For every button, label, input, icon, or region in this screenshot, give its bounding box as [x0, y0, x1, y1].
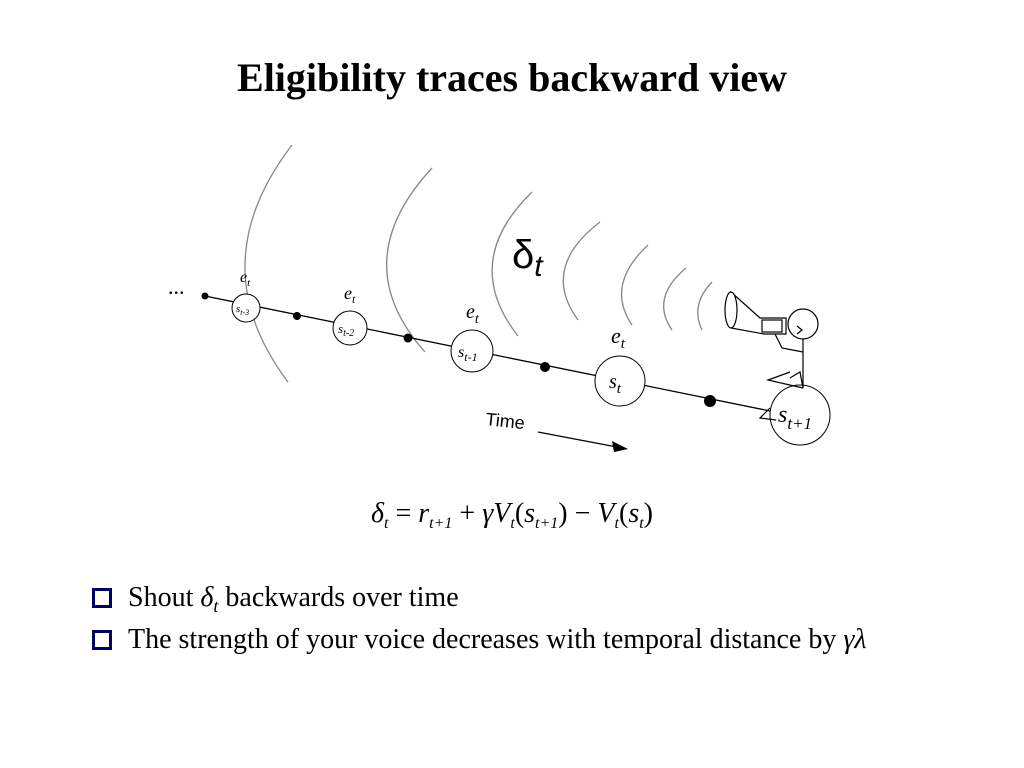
eq-minus: −: [574, 498, 591, 529]
trajectory-dot: [201, 292, 209, 300]
eq-delta: δ: [370, 498, 384, 529]
state-label: st-2: [338, 321, 354, 339]
bullet-symbol: δ: [200, 582, 214, 613]
state-label: st+1: [778, 402, 812, 433]
trace-label: et: [344, 283, 356, 306]
state-node: [594, 355, 646, 407]
time-arrow: [537, 431, 623, 449]
trace-label: et: [240, 269, 251, 289]
bullet-text: Shout: [128, 582, 201, 613]
eq-sub: t: [510, 515, 515, 532]
stick-figure: [758, 308, 819, 421]
megaphone-icon: [724, 290, 787, 335]
eq-sub: t: [614, 515, 619, 532]
eq-sub: t+1: [535, 515, 559, 532]
bullet-text: backwards over time: [218, 582, 459, 613]
eq-paren: (: [618, 498, 629, 529]
wave-arc-6: [663, 267, 687, 331]
eq-paren: (: [514, 498, 525, 529]
bullet-item: The strength of your voice decreases wit…: [92, 622, 952, 658]
state-label: st-1: [458, 344, 478, 364]
state-node: [231, 293, 261, 323]
state-node: [450, 329, 494, 373]
eq-V: V: [597, 498, 615, 529]
state-label: st-3: [236, 303, 249, 317]
square-bullet-icon: [92, 629, 112, 650]
eq-equals: =: [395, 498, 412, 529]
state-node: [332, 310, 368, 346]
eq-sub: t: [639, 515, 644, 532]
td-error-equation: δt = rt+1 + γVt(st+1) − Vt(st): [0, 498, 1024, 532]
trajectory-dot: [293, 312, 301, 320]
bullet-symbol: γλ: [843, 623, 867, 655]
ellipsis: ...: [168, 274, 185, 299]
eq-plus: +: [459, 498, 476, 529]
trajectory-dot: [704, 395, 716, 407]
trajectory-dot: [540, 362, 550, 372]
state-node: [769, 384, 831, 446]
eq-sub: t+1: [429, 515, 453, 532]
eq-r: r: [418, 498, 430, 529]
square-bullet-icon: [92, 588, 112, 608]
trace-label: et: [466, 301, 480, 327]
state-label: st: [609, 371, 622, 397]
bullet-subscript: t: [213, 596, 219, 616]
bullet-list: Shout δt backwards over time The strengt…: [92, 580, 952, 664]
eq-paren: ): [558, 498, 568, 529]
eq-sub: t: [384, 515, 389, 532]
wave-arc-3: [491, 191, 533, 337]
trajectory-dot: [403, 333, 413, 343]
wave-arc-5: [620, 244, 649, 326]
trace-label: et: [611, 323, 626, 352]
delta-symbol: δt: [512, 233, 544, 283]
bullet-item: Shout δt backwards over time: [92, 580, 952, 616]
eq-V: V: [493, 498, 511, 529]
bullet-text: The strength of your voice decreases wit…: [128, 623, 844, 655]
eq-gamma: γ: [482, 498, 494, 529]
time-label: Time: [485, 409, 526, 433]
time-arrowhead: [612, 441, 628, 452]
wave-arc-2: [386, 167, 433, 353]
slide-title: Eligibility traces backward view: [237, 55, 787, 100]
wave-arc-1: [244, 144, 293, 383]
eq-paren: ): [643, 498, 653, 529]
wave-arc-7: [697, 281, 713, 331]
eq-s: s: [628, 498, 640, 529]
eq-s: s: [524, 498, 536, 529]
wave-arc-4: [562, 221, 601, 321]
